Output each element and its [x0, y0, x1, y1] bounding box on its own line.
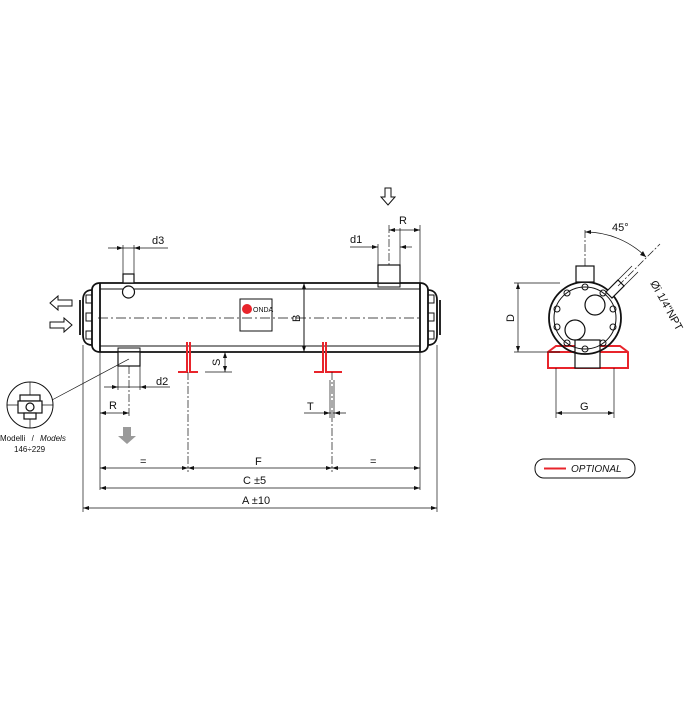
dim-t-label: T [307, 401, 314, 413]
dim-angle: 45° [584, 222, 647, 266]
svg-text:Modelli / Models: Modelli / Models [0, 434, 66, 443]
flange-bolts [553, 283, 617, 353]
dim-d3-label: d3 [152, 235, 164, 247]
port-lower [564, 319, 586, 341]
dim-d3: d3 [108, 235, 168, 274]
dim-r-top-label: R [399, 215, 407, 227]
dim-angle-label: 45° [612, 222, 629, 234]
inlet-arrow-icon [49, 316, 73, 334]
dim-b: B [291, 283, 306, 352]
dim-eq-right-label: = [370, 456, 376, 468]
end-view: 45° Øi 1/4"NPT D G [505, 222, 685, 418]
models-range: 146÷229 [14, 445, 46, 454]
drain-plug-detail: Modelli / Models 146÷229 [0, 358, 130, 454]
dim-g-label: G [580, 401, 589, 413]
water-inlet-arrow-icon [379, 187, 397, 206]
dim-r-top: R [388, 215, 421, 283]
dim-d1-label: d1 [350, 234, 362, 246]
dim-c: C ±5 [100, 475, 420, 490]
dim-r-bottom: R [99, 352, 130, 418]
optional-legend: OPTIONAL [534, 458, 636, 479]
dim-d2: d2 [104, 366, 170, 390]
dim-d: D [505, 282, 560, 353]
right-end-flange [419, 282, 441, 353]
brand-dot [242, 304, 252, 314]
dim-s: S [205, 351, 232, 373]
shell-body [100, 282, 420, 353]
dim-b-label: B [291, 315, 303, 322]
models-label-en: Models [40, 434, 66, 443]
dim-s-label: S [211, 359, 223, 366]
dim-f-row: = F = [100, 456, 420, 470]
drain-arrow-icon [118, 427, 136, 444]
angled-vent-fitting [605, 243, 661, 299]
dim-r-bottom-label: R [109, 400, 117, 412]
dim-d-label: D [505, 314, 517, 322]
dim-d1: d1 [350, 228, 412, 265]
end-view-nozzle [575, 265, 595, 283]
dim-g: G [555, 368, 615, 418]
port-upper [584, 294, 606, 316]
brand-plate: ONDA [239, 298, 274, 332]
dim-eq-left-label: = [140, 456, 146, 468]
vent-fitting-d3 [121, 273, 136, 299]
dim-a-label: A ±10 [242, 495, 270, 507]
optional-legend-label: OPTIONAL [571, 464, 622, 475]
models-label: Modelli [0, 434, 26, 443]
optional-support-feet [178, 342, 342, 373]
side-view: ONDA d3 [49, 187, 441, 512]
dim-thread-label: Øi 1/4"NPT [647, 279, 684, 333]
models-separator: / [32, 434, 35, 443]
dim-d2-label: d2 [156, 376, 168, 388]
dim-t: T [304, 380, 346, 418]
dim-f-label: F [255, 456, 262, 468]
dim-c-label: C ±5 [243, 475, 266, 487]
dim-a: A ±10 [83, 495, 437, 510]
outlet-arrow-icon [49, 294, 73, 312]
brand-logo-text: ONDA [253, 307, 274, 314]
left-end-flange [79, 282, 101, 353]
left-flow-arrows [49, 294, 73, 334]
